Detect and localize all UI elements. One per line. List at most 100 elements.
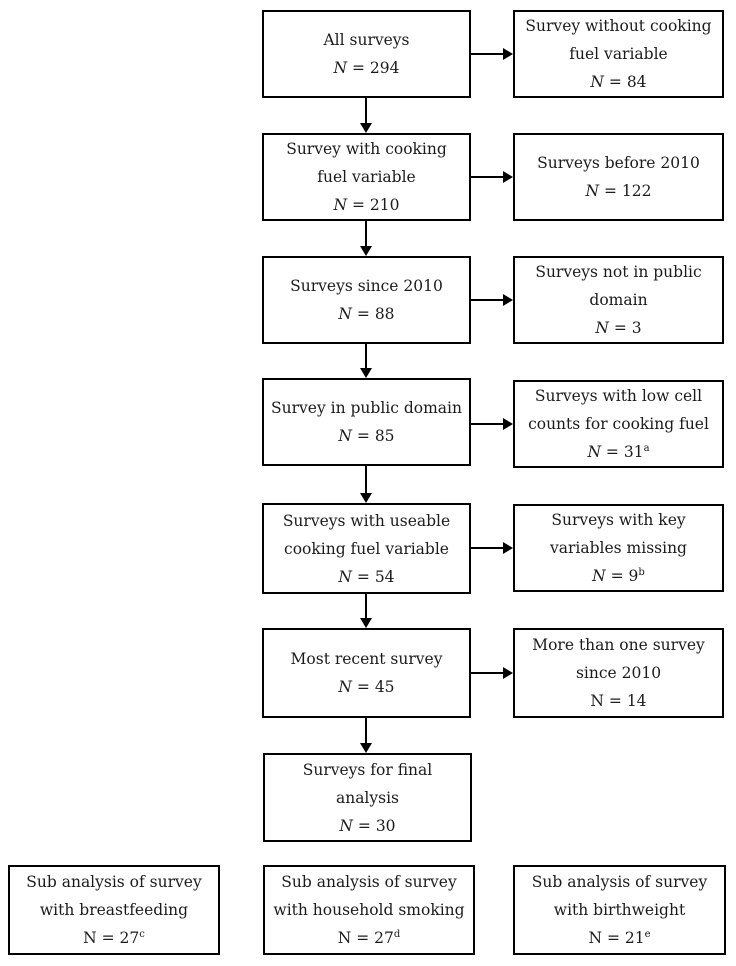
n-value: = 21: [602, 929, 645, 947]
n-footnote: b: [638, 566, 645, 578]
arrow-down-4: [360, 466, 372, 503]
n-value: = 45: [351, 678, 395, 696]
n-symbol: N: [337, 929, 352, 947]
box-surveys-key-variables-missing: Surveys with key variables missing N = 9…: [513, 504, 724, 592]
box-sub-analysis-breastfeeding: Sub analysis of survey with breastfeedin…: [8, 865, 220, 955]
n-footnote: c: [139, 928, 145, 940]
n-symbol: N: [590, 692, 604, 710]
box-count: N = 54: [338, 563, 394, 591]
box-count: N = 30: [339, 812, 395, 840]
box-count: N = 294: [334, 54, 400, 82]
box-count: N = 3: [595, 314, 641, 342]
n-symbol: N: [338, 305, 352, 323]
n-symbol: N: [83, 929, 97, 947]
box-surveys-final-analysis: Surveys for final analysis N = 30: [263, 753, 472, 842]
arrow-down-1: [360, 98, 372, 133]
n-footnote: d: [393, 928, 401, 940]
box-title: Sub analysis of survey: [26, 873, 202, 891]
box-title: Surveys not in public: [535, 263, 702, 281]
box-title: All surveys: [323, 31, 410, 49]
box-surveys-not-public-domain: Surveys not in public domain N = 3: [513, 256, 724, 344]
n-symbol: N: [333, 196, 348, 214]
box-title: Sub analysis of survey: [531, 873, 708, 891]
n-value: = 88: [351, 305, 395, 323]
n-value: = 30: [352, 816, 396, 835]
n-symbol: N: [592, 567, 606, 585]
n-value: = 84: [603, 73, 647, 91]
box-survey-without-cooking-fuel: Survey without cooking fuel variable N =…: [513, 10, 724, 98]
box-title: Surveys for final: [302, 760, 433, 779]
box-title: counts for cooking fuel: [528, 415, 709, 433]
box-count: N = 14: [590, 687, 646, 715]
n-symbol: N: [339, 816, 353, 835]
box-surveys-since-2010: Surveys since 2010 N = 88: [262, 256, 471, 344]
n-symbol: N: [585, 182, 600, 200]
box-title: Survey without cooking: [525, 17, 712, 35]
box-surveys-before-2010: Surveys before 2010 N = 122: [513, 133, 724, 221]
box-count: N = 9b: [592, 562, 645, 590]
box-title: Survey in public domain: [271, 399, 462, 417]
box-surveys-useable-cooking-fuel: Surveys with useable cooking fuel variab…: [262, 503, 471, 594]
box-more-than-one-survey: More than one survey since 2010 N = 14: [513, 628, 724, 718]
box-count: N = 27c: [83, 924, 145, 952]
arrow-right-2: [471, 171, 513, 183]
n-symbol: N: [333, 59, 348, 77]
box-title: fuel variable: [317, 168, 416, 186]
n-value: = 27: [96, 929, 140, 947]
box-title: with breastfeeding: [39, 901, 189, 919]
arrow-right-1: [471, 48, 513, 60]
n-symbol: N: [587, 443, 601, 461]
box-title: Most recent survey: [290, 650, 443, 668]
n-footnote: e: [644, 928, 651, 940]
box-title: Sub analysis of survey: [281, 873, 457, 891]
box-count: N = 27d: [338, 924, 401, 952]
box-title: with household smoking: [273, 901, 465, 919]
box-all-surveys: All surveys N = 294: [262, 10, 471, 98]
n-value: = 14: [603, 692, 647, 710]
n-value: = 54: [351, 567, 395, 586]
box-title: domain: [589, 291, 648, 309]
box-title: fuel variable: [569, 45, 668, 63]
n-symbol: N: [338, 427, 352, 445]
arrow-right-6: [471, 667, 513, 679]
arrow-down-6: [360, 718, 372, 753]
n-value: = 3: [608, 319, 642, 337]
box-count: N = 31a: [587, 438, 649, 466]
n-value: = 210: [347, 196, 400, 214]
box-count: N = 84: [590, 68, 646, 96]
n-value: = 85: [351, 427, 395, 445]
arrow-down-2: [360, 221, 372, 256]
box-surveys-low-cell-counts: Surveys with low cell counts for cooking…: [513, 380, 724, 468]
box-count: N = 45: [338, 673, 394, 701]
n-symbol: N: [590, 73, 604, 91]
box-title: Survey with cooking: [286, 140, 447, 158]
n-symbol: N: [338, 678, 352, 696]
box-survey-with-cooking-fuel: Survey with cooking fuel variable N = 21…: [262, 133, 471, 221]
box-title: with birthweight: [553, 901, 686, 919]
box-sub-analysis-birthweight: Sub analysis of survey with birthweight …: [513, 865, 726, 955]
n-symbol: N: [588, 929, 603, 947]
n-value: = 122: [599, 182, 652, 200]
box-title: since 2010: [575, 664, 662, 682]
box-title: analysis: [335, 788, 400, 807]
arrow-right-4: [471, 418, 513, 430]
arrow-right-3: [471, 294, 513, 306]
n-footnote: a: [643, 442, 650, 454]
n-symbol: N: [595, 319, 609, 337]
box-survey-in-public-domain: Survey in public domain N = 85: [262, 378, 471, 466]
box-title: Surveys before 2010: [537, 154, 700, 172]
arrow-down-3: [360, 344, 372, 378]
n-symbol: N: [338, 567, 352, 586]
n-value: = 294: [347, 59, 400, 77]
n-value: = 27: [351, 929, 394, 947]
n-value: = 9: [605, 567, 639, 585]
box-count: N = 85: [338, 422, 394, 450]
arrow-right-5: [471, 542, 513, 554]
box-title: Surveys with low cell: [534, 387, 703, 405]
box-count: N = 88: [338, 300, 394, 328]
box-title: Surveys with key: [551, 511, 686, 529]
box-count: N = 122: [586, 177, 652, 205]
box-title: More than one survey: [532, 636, 705, 654]
n-value: = 31: [601, 443, 644, 461]
